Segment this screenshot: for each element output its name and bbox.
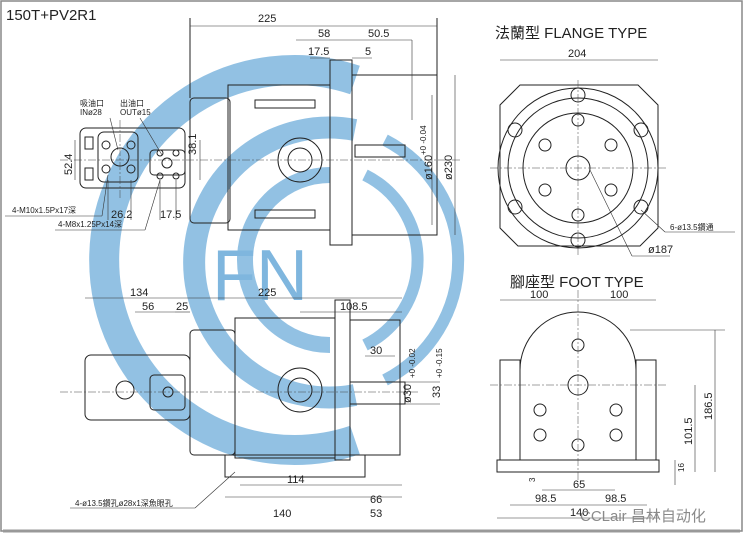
dim-140-foot: 140 <box>570 507 588 519</box>
dim-3: 3 <box>528 477 537 482</box>
dim-225-bottom: 225 <box>258 287 276 299</box>
dim-100a: 100 <box>530 289 548 301</box>
dim-53: 53 <box>370 508 382 520</box>
watermark-logo <box>89 55 465 465</box>
brand-watermark: CCLair 昌林自动化 <box>580 508 706 525</box>
dim-65: 65 <box>573 479 585 491</box>
pcd-187: ø187 <box>648 244 673 256</box>
dim-230: ø230 <box>443 155 455 180</box>
dim-225-top: 225 <box>258 13 276 25</box>
dim-30-key: 30 <box>370 345 382 357</box>
dim-17-5: 17.5 <box>308 46 329 58</box>
dim-26-2: 26.2 <box>111 209 132 221</box>
tol-shaft: +0 -0.02 <box>408 348 417 378</box>
dim-56: 56 <box>142 301 154 313</box>
dim-101-5: 101.5 <box>683 417 695 445</box>
dim-25: 25 <box>176 301 188 313</box>
outlet-cn: 出油口 <box>120 98 144 108</box>
thread-outlet: 4-M8x1.25Px14深 <box>58 220 122 229</box>
foot-view <box>490 290 725 519</box>
dim-38-1: 38.1 <box>187 134 199 155</box>
dim-186-5: 186.5 <box>703 392 715 420</box>
tol-160: +0 -0.04 <box>419 125 428 155</box>
dim-52-4: 52.4 <box>63 154 75 175</box>
dim-66: 66 <box>370 494 382 506</box>
dim-58: 58 <box>318 28 330 40</box>
dim-108-5: 108.5 <box>340 301 368 313</box>
dim-16: 16 <box>677 463 686 472</box>
model-title: 150T+PV2R1 <box>6 7 96 24</box>
dim-98-5a: 98.5 <box>535 493 556 505</box>
flange-view <box>490 59 735 257</box>
dim-140: 140 <box>273 508 291 520</box>
dim-50-5: 50.5 <box>368 28 389 40</box>
dim-114: 114 <box>287 474 305 486</box>
watermark-fn-text: FN <box>212 236 308 316</box>
dim-33: 33 <box>431 386 443 398</box>
dim-134: 134 <box>130 287 148 299</box>
flange-holes-label: 6-ø13.5鑽通 <box>670 222 714 232</box>
side-view <box>60 297 440 509</box>
outlet-label: OUTø15 <box>120 108 151 117</box>
foot-holes-label: 4-ø13.5鑽孔ø28x1深魚眼孔 <box>75 498 173 508</box>
flange-type-label: 法蘭型 FLANGE TYPE <box>495 25 647 42</box>
inlet-label: INø28 <box>80 108 102 117</box>
dim-160: ø160 <box>423 155 435 180</box>
top-view <box>5 18 460 246</box>
dim-204: 204 <box>568 48 586 60</box>
foot-type-label: 腳座型 FOOT TYPE <box>510 274 644 291</box>
inlet-cn: 吸油口 <box>80 98 104 108</box>
dim-17-5b: 17.5 <box>160 209 181 221</box>
dim-98-5b: 98.5 <box>605 493 626 505</box>
dim-5: 5 <box>365 46 371 58</box>
dim-100b: 100 <box>610 289 628 301</box>
dim-shaft-30: ø30 <box>402 384 414 403</box>
tol-33: +0 -0.15 <box>435 348 444 378</box>
thread-inlet: 4-M10x1.5Px17深 <box>12 206 76 215</box>
